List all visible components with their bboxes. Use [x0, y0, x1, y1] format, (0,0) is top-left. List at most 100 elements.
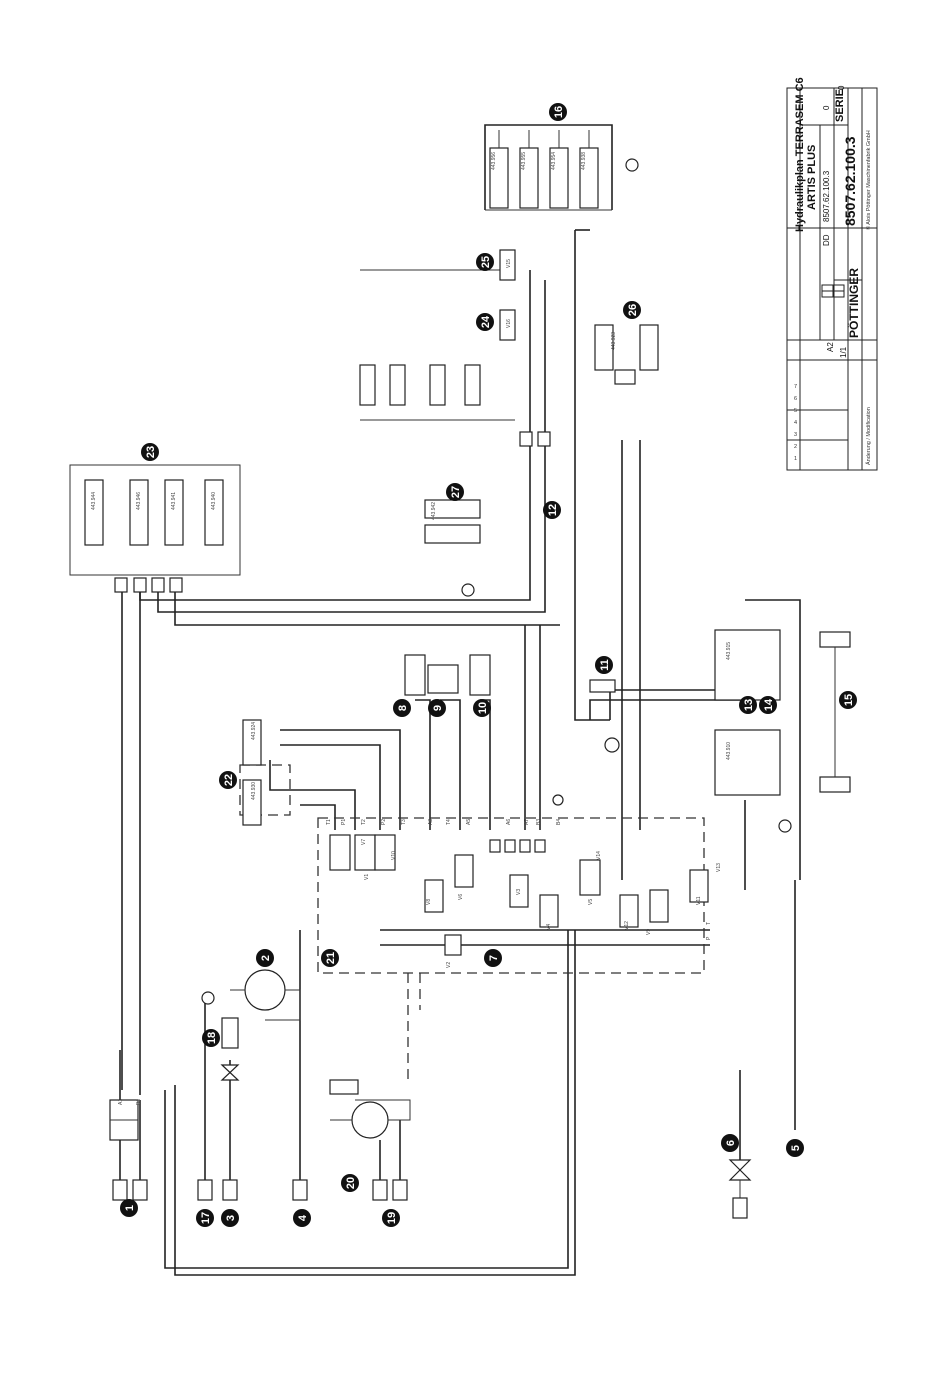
company-copyright: © Alois Pöttinger Maschinenfabrik GmbH — [865, 130, 872, 230]
callout-number: 21 — [325, 952, 337, 964]
block-22-dashed — [239, 764, 291, 816]
callout-circle — [428, 699, 446, 717]
logo-mark — [821, 284, 845, 298]
title-block-frame — [786, 87, 878, 471]
port-label: A1 — [118, 1099, 124, 1105]
cylinder-group-23 — [69, 464, 241, 576]
callout-7: 7 — [484, 949, 502, 967]
callout-number: 4 — [297, 1214, 309, 1221]
callout-17: 17 — [196, 1209, 214, 1227]
callout-number: 14 — [763, 698, 775, 711]
part-number-label: 443.910 — [726, 742, 732, 760]
brand-logo: PÖTTINGER — [846, 268, 861, 338]
callout-circle — [120, 1199, 138, 1217]
callout-number: 24 — [480, 315, 492, 328]
callout-circle — [549, 103, 567, 121]
callout-number: 8 — [397, 705, 409, 711]
callout-circle — [293, 1209, 311, 1227]
revision-row-number: 1 — [794, 456, 797, 462]
connector-terminals — [112, 431, 748, 1219]
title-block: Hydraulikplan TERRASEM C6 ARTIS PLUS 850… — [786, 77, 878, 471]
port-label: T — [706, 922, 712, 925]
valve-6 — [728, 1159, 752, 1200]
callout-circle — [759, 696, 777, 714]
callout-circle — [141, 443, 159, 461]
port-label: T2 — [361, 819, 367, 825]
callout-number: 17 — [200, 1212, 212, 1224]
drawing-revision: 0 — [822, 105, 831, 110]
drawing-title-line1: Hydraulikplan TERRASEM C6 — [794, 77, 806, 232]
callout-number: 26 — [627, 304, 639, 316]
callout-circle — [476, 253, 494, 271]
callout-circle — [739, 696, 757, 714]
part-number-label: 443.942 — [431, 502, 437, 520]
stamp-revision: 0 — [837, 85, 846, 90]
revision-row-number: 2 — [794, 444, 797, 450]
change-label: Änderung / Modification — [865, 407, 872, 465]
callout-24: 24 — [476, 313, 494, 331]
callout-number: 7 — [488, 955, 500, 961]
part-number-label: 443.956 — [491, 152, 497, 170]
callout-number: 12 — [547, 504, 559, 516]
valve-label: V5 — [588, 899, 594, 905]
callout-14: 14 — [759, 696, 777, 714]
callout-21: 21 — [321, 949, 339, 967]
revision-row-number: 7 — [794, 384, 797, 390]
callout-number: 19 — [386, 1212, 398, 1224]
callout-number: 16 — [553, 106, 565, 118]
drawing-number: 8507.62.100.3 — [822, 170, 831, 222]
callout-circle — [473, 699, 491, 717]
callout-6: 6 — [721, 1134, 739, 1152]
callout-15: 15 — [839, 691, 857, 709]
callout-number: 23 — [145, 446, 157, 458]
port-label: A6 — [506, 819, 512, 825]
stamp-number: 8507.62.100.3 — [842, 136, 858, 226]
revision-row-number: 6 — [794, 396, 797, 402]
callout-circle — [382, 1209, 400, 1227]
callout-number: 11 — [599, 659, 611, 671]
cylinder-group-16 — [484, 124, 639, 211]
sheet-label: 1/1 — [839, 346, 848, 358]
callout-number: 10 — [477, 702, 489, 714]
pump-2 — [201, 969, 301, 1021]
callout-20: 20 — [341, 1174, 359, 1192]
callout-circle — [786, 1139, 804, 1157]
port-label: T4 — [446, 819, 452, 825]
part-number-label: 443.930 — [251, 782, 257, 800]
port-label: P1 — [341, 819, 347, 825]
callout-19: 19 — [382, 1209, 400, 1227]
port-label: T3 — [401, 819, 407, 825]
valve-label: V8 — [426, 899, 432, 905]
callout-circle — [321, 949, 339, 967]
callout-circle — [219, 771, 237, 789]
callout-circle — [196, 1209, 214, 1227]
valve-label: V13 — [716, 863, 722, 872]
part-number-label: 443.915 — [726, 642, 732, 660]
callout-9: 9 — [428, 699, 446, 717]
callout-circle — [721, 1134, 739, 1152]
valve-label: V3 — [516, 889, 522, 895]
callout-4: 4 — [293, 1209, 311, 1227]
valve-label: V16 — [506, 319, 512, 328]
callout-3: 3 — [221, 1209, 239, 1227]
callout-number: 3 — [225, 1215, 237, 1221]
cylinders-8-9-10-11 — [404, 654, 616, 696]
callout-circle — [446, 483, 464, 501]
valve-label: V4 — [546, 924, 552, 930]
callout-10: 10 — [473, 699, 491, 717]
callout-25: 25 — [476, 253, 494, 271]
part-number-label: 443.940 — [211, 492, 217, 510]
part-number-label: 443.954 — [551, 152, 557, 170]
revision-row-number: 3 — [794, 432, 797, 438]
part-number-label: 443.938 — [581, 152, 587, 170]
directional-valve-1 — [109, 1099, 139, 1141]
callout-number: 18 — [206, 1032, 218, 1044]
cylinder-group-22 — [242, 719, 262, 826]
valve-label: V6 — [458, 894, 464, 900]
valve-label: V2 — [446, 962, 452, 968]
port-label: P2 — [381, 819, 387, 825]
callout-circle — [484, 949, 502, 967]
callout-number: 13 — [743, 699, 755, 711]
callout-number: 5 — [790, 1145, 802, 1151]
